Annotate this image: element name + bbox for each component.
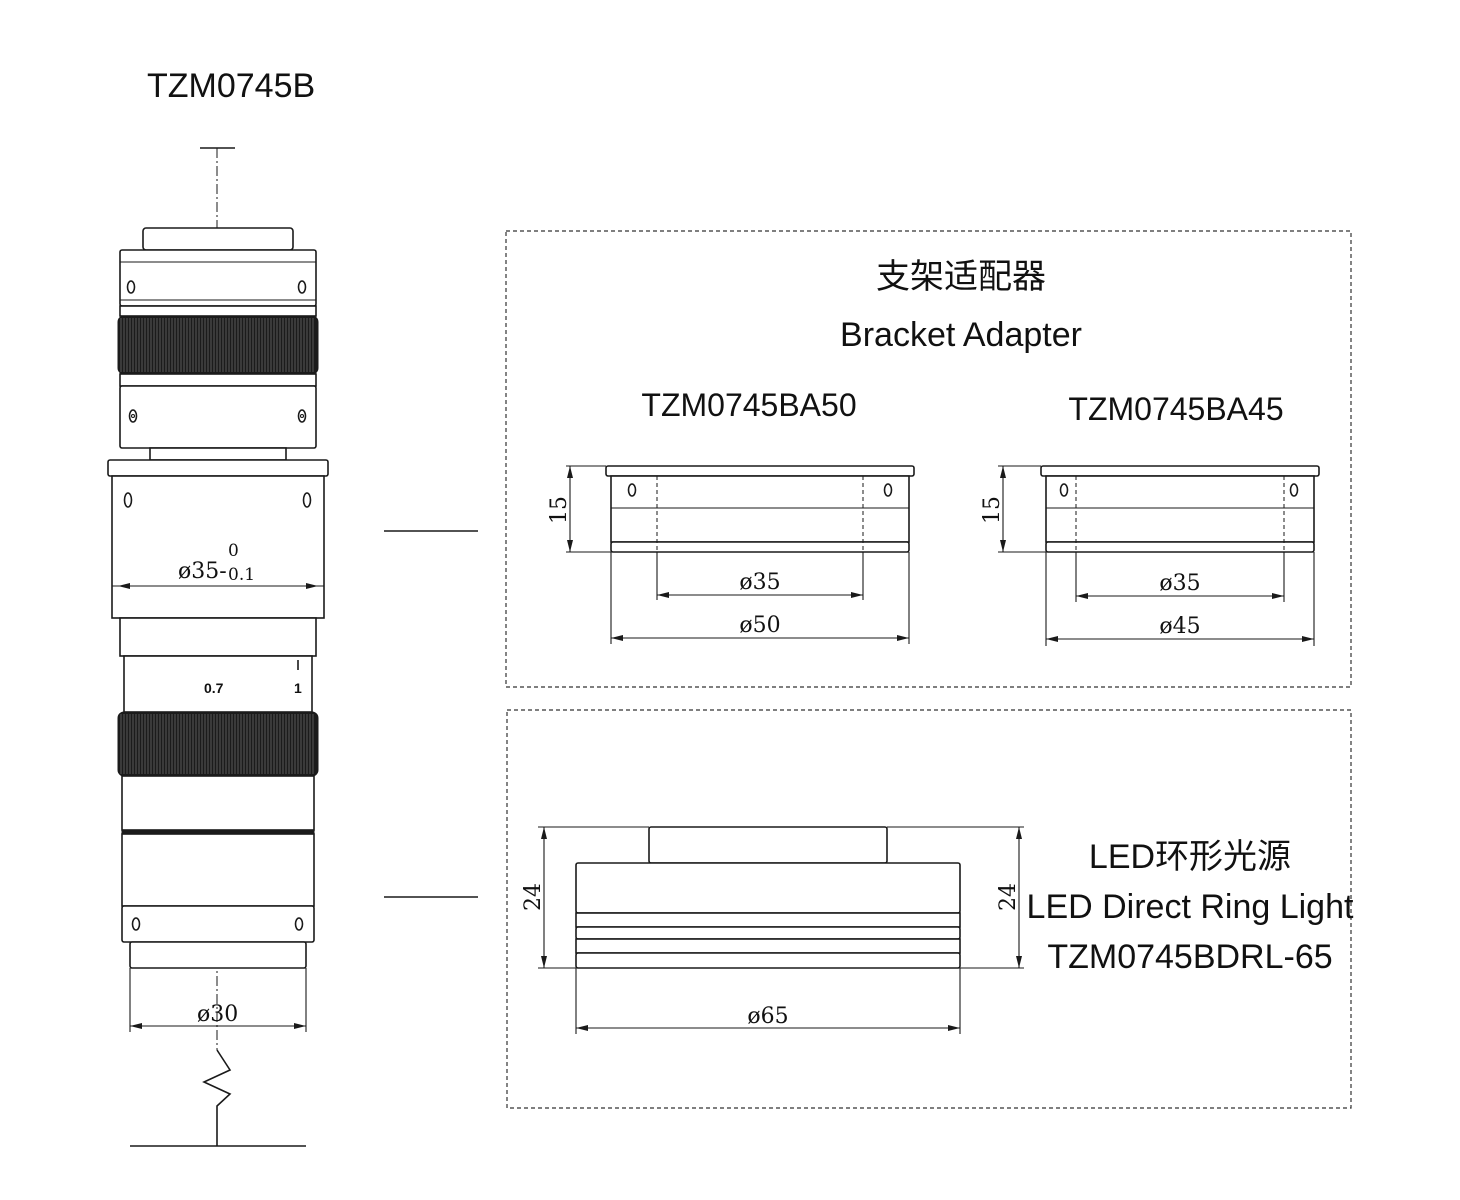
adapter-a45: TZM0745BA45 15 ø35 — [980, 391, 1320, 646]
bottom-collar — [121, 905, 315, 943]
upper-collar — [119, 249, 317, 307]
ring-light-title-cn: LED环形光源 — [1089, 838, 1291, 876]
lower-barrel — [121, 775, 315, 831]
ring-light-title-en: LED Direct Ring Light — [1027, 888, 1354, 926]
adapter-a50-inner: ø35 — [739, 570, 780, 595]
mount-flange — [107, 459, 329, 477]
adapter-a45-model: TZM0745BA45 — [1068, 391, 1283, 427]
ring-light-body — [575, 862, 961, 914]
adapter-a50-model: TZM0745BA50 — [641, 387, 856, 423]
lower-knurled-ring — [117, 711, 319, 777]
middle-collar — [119, 385, 317, 449]
adapter-a50-outer: ø50 — [739, 613, 780, 638]
zoom-lens-drawing: ø35- 0 0.1 0.7 1 ø30 — [107, 147, 478, 1147]
mount-body — [111, 475, 325, 619]
ring-light-top-boss — [648, 826, 888, 864]
ring-light-diameter: ø65 — [747, 1004, 788, 1029]
ring-light-model: TZM0745BDRL-65 — [1047, 938, 1332, 976]
adapter-a45-inner: ø35 — [1159, 571, 1200, 596]
adapter-a50: TZM0745BA50 15 ø35 — [547, 387, 915, 644]
dim-mount-tol-upper: 0 — [228, 541, 239, 561]
zoom-scale-band — [123, 655, 313, 713]
adapter-a50-height: 15 — [547, 496, 572, 524]
ring-light-height-left: 24 — [521, 883, 546, 911]
dim-bottom-diameter: ø30 — [197, 1002, 238, 1027]
ring-light-height-right: 24 — [996, 883, 1021, 911]
dim-mount-diameter: ø35- — [178, 559, 227, 584]
ring-light-panel: 24 24 ø65 LED环形光源 LED Direct Ring Light … — [506, 709, 1354, 1109]
zoom-scale-low: 0.7 — [204, 680, 224, 696]
main-title: TZM0745B — [147, 67, 315, 105]
dim-mount-tol-lower: 0.1 — [228, 565, 255, 585]
bracket-adapter-panel: 支架适配器 Bracket Adapter TZM0745BA50 15 — [505, 230, 1352, 688]
ring-light-panel-border — [506, 709, 1352, 1109]
top-cap — [142, 227, 294, 251]
adapter-a45-height: 15 — [980, 496, 1005, 524]
bracket-title-cn: 支架适配器 — [876, 258, 1046, 296]
upper-knurled-ring — [117, 315, 319, 375]
bracket-title-en: Bracket Adapter — [840, 316, 1082, 354]
zoom-scale-high: 1 — [294, 680, 302, 696]
bracket-panel-border — [505, 230, 1352, 688]
adapter-a45-outer: ø45 — [1159, 614, 1200, 639]
